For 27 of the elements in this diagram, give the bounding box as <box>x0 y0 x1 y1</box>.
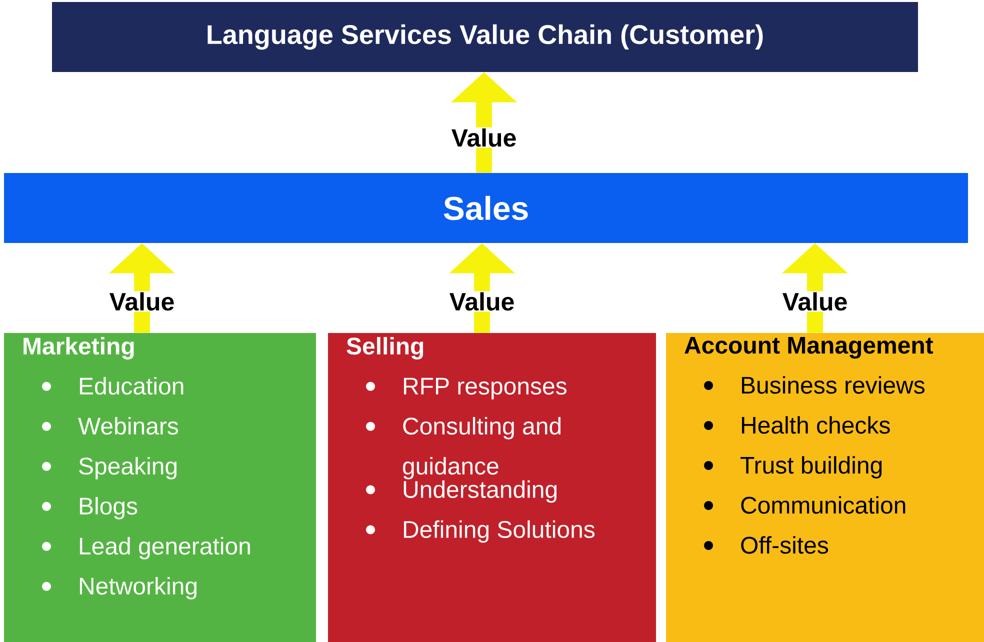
bullet-item: Communication <box>704 496 906 514</box>
bullet-item: Webinars <box>42 417 178 435</box>
bullet-item: Understanding <box>366 480 557 503</box>
category-box <box>328 333 656 642</box>
box-heading: Marketing <box>24 337 134 360</box>
bullet-item: Trust building <box>704 456 882 478</box>
category-box <box>4 333 316 642</box>
bullet-item: Blogs <box>42 497 138 520</box>
bullet-item: Off-sites <box>704 536 828 554</box>
edge-label: Value <box>108 291 176 312</box>
bullet-item: Networking <box>42 577 196 600</box>
edge-label: Value <box>448 291 516 312</box>
box-heading: Selling <box>346 337 424 360</box>
box-heading: Account Management <box>684 337 934 359</box>
category-box <box>666 333 984 642</box>
bullet-item: Education <box>42 377 184 395</box>
bullet-item: Consulting and guidance <box>366 417 561 480</box>
edge-label: Value <box>450 127 518 148</box>
bullet-item: Health checks <box>704 416 890 434</box>
sales-band: Sales <box>4 173 968 243</box>
bullet-item: Lead generation <box>42 537 250 560</box>
bullet-item: Speaking <box>42 457 176 480</box>
bullet-item: Defining Solutions <box>366 520 595 543</box>
bullet-item: Business reviews <box>704 376 924 394</box>
edge-label: Value <box>781 291 849 312</box>
bullet-item: RFP responses <box>366 378 566 400</box>
title-box: Language Services Value Chain (Customer) <box>52 2 918 72</box>
